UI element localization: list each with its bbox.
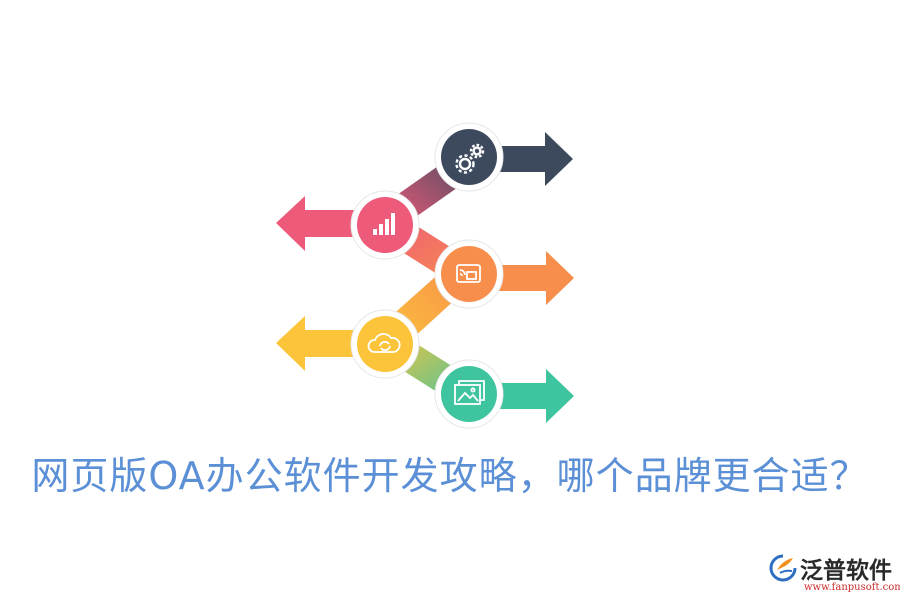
step-2: [350, 190, 420, 260]
arrow-right-dark: [490, 132, 573, 186]
step-4: [350, 309, 420, 379]
page-title: 网页版OA办公软件开发攻略，哪个品牌更合适？: [31, 454, 869, 498]
bar-chart-icon: [373, 213, 395, 235]
brand-watermark: 泛普软件 www.fanpusoft.com: [768, 551, 900, 597]
fanpu-logo-icon: [769, 554, 797, 582]
arrow-right-orange: [490, 251, 574, 305]
brand-name: 泛普软件: [800, 558, 892, 584]
screen-cast-icon: [456, 264, 481, 283]
gears-icon: [455, 143, 485, 174]
image-gallery-icon: [454, 380, 485, 405]
arrow-infographic: [276, 122, 574, 429]
arrow-left-pink: [276, 196, 370, 251]
cloud-sync-icon: [367, 333, 401, 353]
step-1: [434, 122, 504, 192]
brand-url: www.fanpusoft.com: [804, 582, 900, 593]
step-5: [434, 359, 504, 429]
arrow-right-teal: [490, 369, 574, 423]
arrow-left-yellow: [276, 316, 370, 371]
step-3: [434, 239, 504, 309]
